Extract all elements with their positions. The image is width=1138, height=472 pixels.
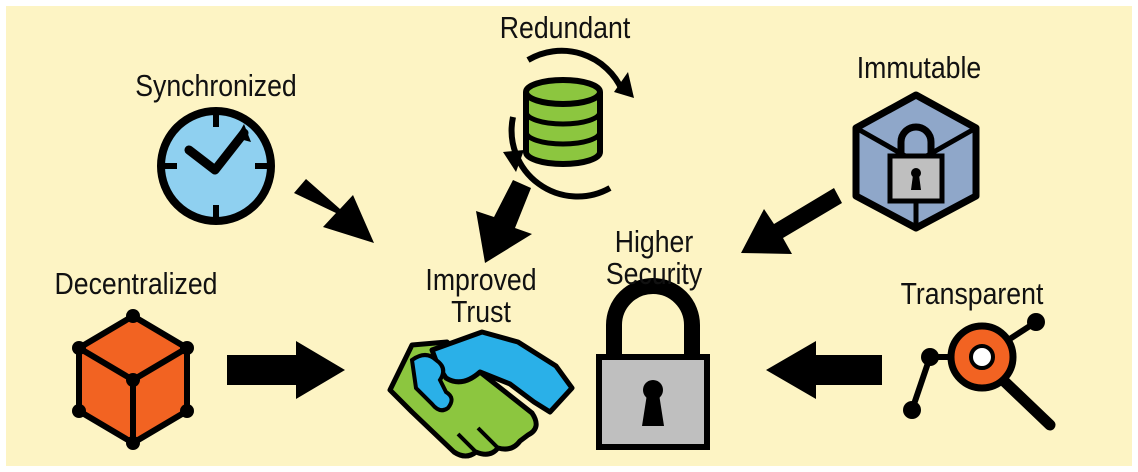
- label-transparent: Transparent: [900, 276, 1044, 311]
- clock-icon: [157, 107, 275, 225]
- label-higher-security-line2: Security: [605, 255, 703, 291]
- label-synchronized: Synchronized: [135, 68, 297, 103]
- label-improved-trust-line2: Trust: [451, 293, 511, 329]
- arrow-decentralized-to-trust: [227, 341, 345, 399]
- padlock-icon: [596, 278, 710, 450]
- arrow-redundant-to-trust: [476, 180, 532, 263]
- label-decentralized: Decentralized: [54, 266, 218, 301]
- label-redundant: Redundant: [499, 10, 631, 45]
- handshake-icon: [387, 329, 575, 459]
- arrow-immutable-to-security: [741, 188, 842, 254]
- arrow-transparent-to-security: [766, 341, 882, 399]
- magnifier-network-icon: [903, 313, 1056, 431]
- label-higher-security: Higher Security: [582, 226, 726, 289]
- label-higher-security-line1: Higher: [614, 224, 694, 259]
- database-sync-icon: [503, 47, 634, 200]
- label-improved-trust-line1: Improved: [425, 262, 537, 297]
- label-improved-trust: Improved Trust: [408, 264, 554, 327]
- locked-cube-icon: [852, 91, 980, 232]
- arrow-synchronized-to-trust: [294, 179, 374, 243]
- network-cube-icon: [72, 309, 194, 450]
- label-immutable: Immutable: [856, 50, 982, 85]
